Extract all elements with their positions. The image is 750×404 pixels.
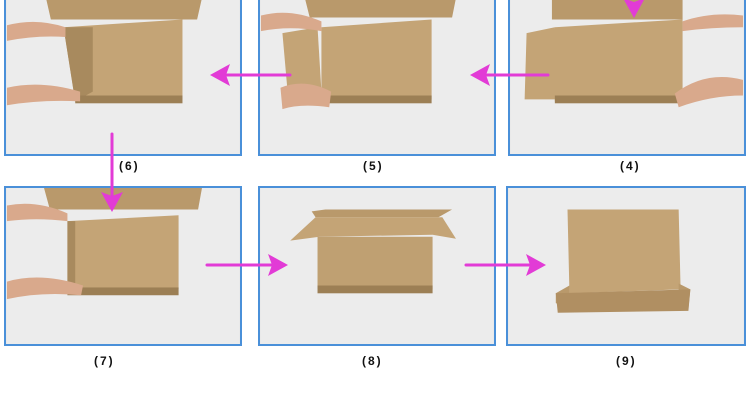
hand-top <box>260 12 322 32</box>
box-interior <box>317 236 433 290</box>
caption-step-7: (7) <box>94 354 115 368</box>
front-panel <box>555 289 691 313</box>
hand-bottom <box>280 83 332 110</box>
caption-step-4: (4) <box>620 159 641 173</box>
box-front-edge <box>317 285 433 294</box>
lid-flap <box>551 0 683 20</box>
caption-step-5: (5) <box>363 159 384 173</box>
hand-left-top <box>6 203 68 222</box>
step-9-illustration <box>509 188 743 344</box>
box-front-edge <box>554 95 683 104</box>
step-6-illustration <box>6 0 240 154</box>
step-8-photo <box>258 186 496 346</box>
caption-step-9: (9) <box>616 354 637 368</box>
box-interior <box>63 19 183 102</box>
step-7-photo <box>4 186 242 346</box>
closed-box-lid <box>567 209 681 294</box>
hand-right-bottom <box>674 77 744 108</box>
lid-flap <box>305 0 456 18</box>
side-flap-open <box>282 27 322 100</box>
hand-left-bottom <box>6 277 84 300</box>
box-side <box>67 221 76 294</box>
box-side <box>63 27 93 102</box>
caption-step-8: (8) <box>362 354 383 368</box>
box-interior <box>67 215 179 294</box>
lid-flap <box>44 188 202 210</box>
lid-top-edge <box>311 209 453 218</box>
box-front-edge <box>321 95 432 104</box>
step-9-photo <box>506 186 746 346</box>
box-interior <box>321 19 432 102</box>
step-5-illustration <box>260 0 494 154</box>
lid-raised <box>290 217 456 241</box>
box-front-edge <box>75 95 183 104</box>
left-flap-open <box>524 27 560 100</box>
box-interior <box>554 19 683 102</box>
step-4-photo <box>508 0 746 156</box>
lid-flap <box>46 0 202 20</box>
hand-right-top <box>682 14 744 32</box>
caption-step-6: (6) <box>119 159 140 173</box>
hand-left-bottom <box>6 84 81 106</box>
box-front-edge <box>67 287 179 296</box>
step-7-illustration <box>6 188 240 344</box>
step-8-illustration <box>260 188 494 344</box>
step-5-photo <box>258 0 496 156</box>
hand-left-top <box>6 21 66 41</box>
step-6-photo <box>4 0 242 156</box>
step-4-illustration <box>510 0 744 154</box>
